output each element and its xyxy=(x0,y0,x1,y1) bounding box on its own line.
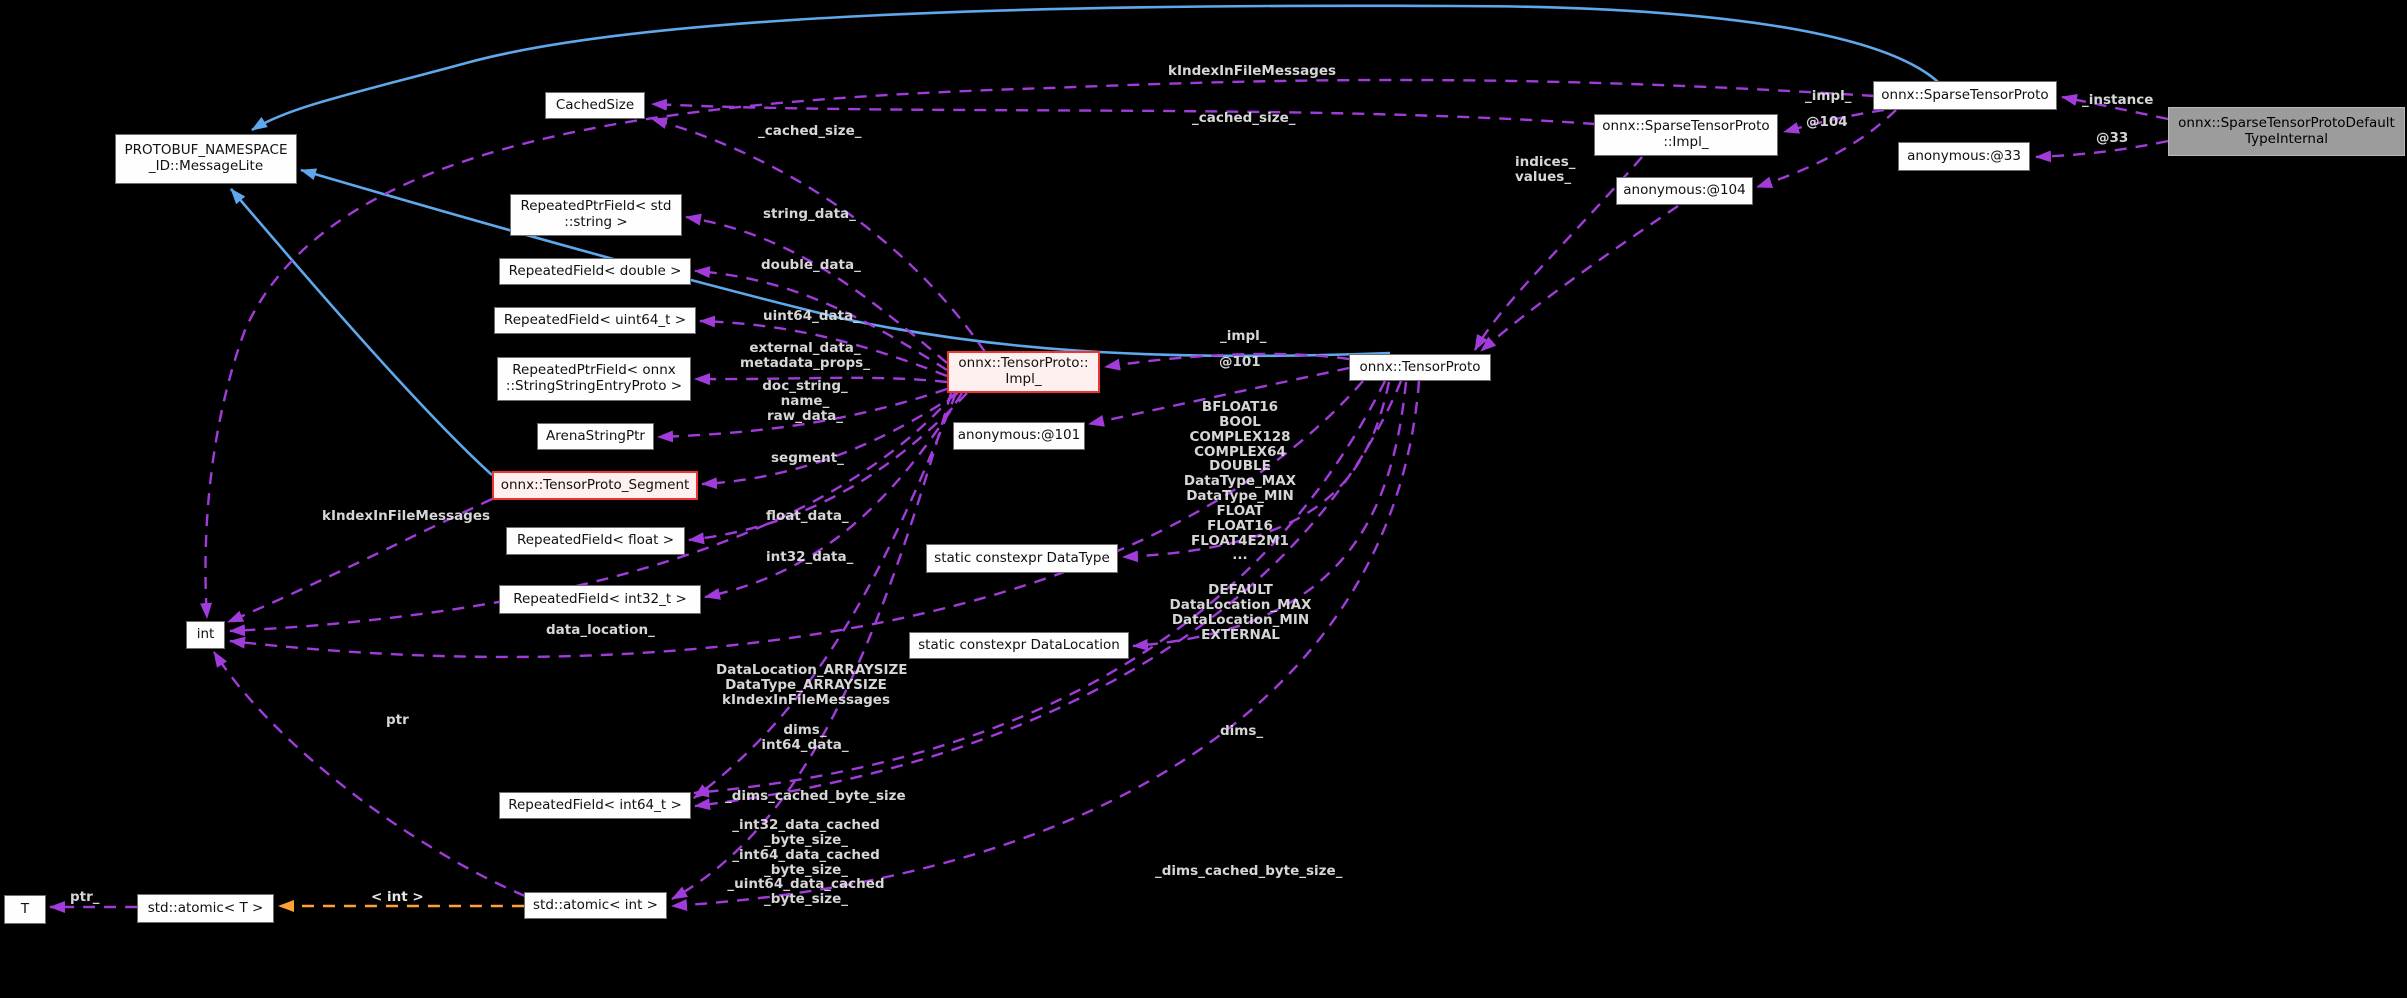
edge-label-cached-size-top: _cached_size_ xyxy=(1192,110,1296,126)
edge-label-uint64-data: uint64_data_ xyxy=(763,308,860,324)
node-messagelite[interactable]: PROTOBUF_NAMESPACE _ID::MessageLite xyxy=(115,134,297,184)
edge-label-kindexinfilemessages-top: kIndexInFileMessages xyxy=(1168,63,1337,79)
edge-label-impl-sparse: _impl_ xyxy=(1805,88,1852,104)
node-repeatedptrfield-stringstringentryproto[interactable]: RepeatedPtrField< onnx ::StringStringEnt… xyxy=(497,357,691,401)
node-anonymous-101[interactable]: anonymous:@101 xyxy=(953,422,1085,450)
node-t[interactable]: T xyxy=(4,895,46,924)
node-arenastringptr[interactable]: ArenaStringPtr xyxy=(537,423,654,450)
node-static-constexpr-datalocation[interactable]: static constexpr DataLocation xyxy=(909,632,1129,659)
edge-label-ptr-underscore: ptr_ xyxy=(70,889,100,905)
node-repeatedfield-float[interactable]: RepeatedField< float > xyxy=(506,527,685,555)
edge-label-dims-cached-byte-size-left: _dims_cached_byte_size xyxy=(725,788,906,804)
node-repeatedptrfield-string[interactable]: RepeatedPtrField< std ::string > xyxy=(510,194,682,236)
edge-label-data-cached-byte-sizes: _int32_data_cached _byte_size_ _int64_da… xyxy=(727,817,885,908)
node-tensorproto[interactable]: onnx::TensorProto xyxy=(1349,354,1491,381)
edge-label-segment: segment_ xyxy=(771,450,844,466)
edge-label-dims-cached-byte-size-right: _dims_cached_byte_size_ xyxy=(1155,863,1343,879)
edge-label-at104: @104 xyxy=(1806,114,1848,130)
node-std-atomic-int[interactable]: std::atomic< int > xyxy=(524,892,667,919)
edge-label-at33: @33 xyxy=(2096,130,2129,146)
edge-label-indices-values: indices_ values_ xyxy=(1515,154,1576,185)
node-sparsetensorproto-impl[interactable]: onnx::SparseTensorProto ::Impl_ xyxy=(1594,114,1778,156)
edge-label-ptr: ptr xyxy=(386,712,409,728)
node-cachedsize[interactable]: CachedSize xyxy=(545,92,645,119)
node-tensorproto-segment[interactable]: onnx::TensorProto_Segment xyxy=(492,471,698,500)
node-anonymous-104[interactable]: anonymous:@104 xyxy=(1616,177,1753,205)
edge-label-data-location: data_location_ xyxy=(546,622,655,638)
edge-label-int32-data: int32_data_ xyxy=(766,549,854,565)
edge-label-instance: _instance xyxy=(2082,92,2154,108)
node-static-constexpr-datatype[interactable]: static constexpr DataType xyxy=(926,544,1118,573)
node-sparsetensorproto[interactable]: onnx::SparseTensorProto xyxy=(1873,81,2057,110)
edge-label-string-data: string_data_ xyxy=(763,206,856,222)
edge-label-cached-size-left: _cached_size_ xyxy=(758,123,862,139)
edge-label-datatype-enum-constants: BFLOAT16 BOOL COMPLEX128 COMPLEX64 DOUBL… xyxy=(1183,399,1297,564)
edge-label-impl-tensorproto: _impl_ xyxy=(1220,328,1267,344)
edge-label-datalocation-enum-constants: DEFAULT DataLocation_MAX DataLocation_MI… xyxy=(1169,582,1312,643)
node-repeatedfield-int32[interactable]: RepeatedField< int32_t > xyxy=(499,585,701,614)
node-repeatedfield-double[interactable]: RepeatedField< double > xyxy=(499,258,691,285)
edge-label-kindexinfilemessages-left: kIndexInFileMessages xyxy=(322,508,491,524)
edge-label-external-data-metadata-props: external_data_ metadata_props_ xyxy=(740,340,870,371)
edge-label-at101: @101 xyxy=(1219,354,1261,370)
node-anonymous-33[interactable]: anonymous:@33 xyxy=(1898,142,2030,171)
edge-label-int-template: < int > xyxy=(371,889,424,905)
edge-label-dims-int64-data: dims_ int64_data_ xyxy=(761,722,849,753)
node-int[interactable]: int xyxy=(186,621,225,649)
node-std-atomic-t[interactable]: std::atomic< T > xyxy=(137,894,274,923)
node-tensorproto-impl[interactable]: onnx::TensorProto:: Impl_ xyxy=(947,351,1100,393)
edge-label-double-data: double_data_ xyxy=(761,257,861,273)
edge-label-doc-string-name-raw-data: doc_string_ name_ raw_data_ xyxy=(762,378,848,424)
edge-label-dims-right: dims_ xyxy=(1220,723,1264,739)
edge-label-arraysize-constants: DataLocation_ARRAYSIZE DataType_ARRAYSIZ… xyxy=(716,662,908,708)
node-repeatedfield-int64[interactable]: RepeatedField< int64_t > xyxy=(499,792,691,819)
edge-label-float-data: float_data_ xyxy=(766,508,849,524)
node-repeatedfield-uint64[interactable]: RepeatedField< uint64_t > xyxy=(494,307,696,334)
node-sparsetensorproto-default-type-internal: onnx::SparseTensorProtoDefault TypeInter… xyxy=(2168,107,2405,156)
